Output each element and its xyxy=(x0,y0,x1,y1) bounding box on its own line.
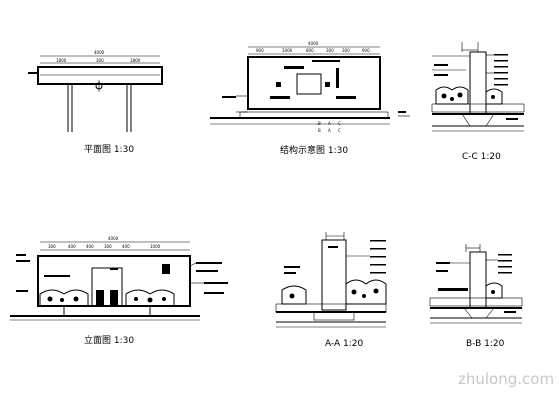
structure-dim-total: 4000 xyxy=(308,41,319,46)
plan-wall xyxy=(37,66,163,85)
structure-dim-part: 800 xyxy=(306,48,314,53)
structure-opening xyxy=(296,73,322,95)
section-mark: A xyxy=(328,121,331,126)
plan-axis-mark xyxy=(28,72,38,74)
structure-dim-part: 900 xyxy=(362,48,370,53)
aa-planting-soil xyxy=(345,279,387,305)
section-mark: C xyxy=(338,121,341,126)
section-cc-view: C-C 1:20 xyxy=(431,42,525,162)
structure-view: 4000 900 1000 800 300 300 900 B A C B A … xyxy=(210,41,410,156)
plan-dim-1: 1800 xyxy=(56,58,67,63)
cc-wall xyxy=(469,51,487,115)
section-bb-view: B-B 1:20 xyxy=(429,244,523,349)
structure-dim-part: 900 xyxy=(256,48,264,53)
plan-dim-2: 300 xyxy=(96,58,104,63)
cc-foundation xyxy=(431,103,525,113)
elevation-dim-part: 1000 xyxy=(150,244,161,249)
elevation-title: 立面图 1:30 xyxy=(84,334,134,346)
cc-planting-soil xyxy=(435,86,469,105)
elevation-dim-part: 300 xyxy=(48,244,56,249)
section-bb-title: B-B 1:20 xyxy=(466,339,505,349)
structure-wall xyxy=(247,56,381,110)
elevation-shrubs-right xyxy=(125,289,175,307)
elevation-dim-part: 400 xyxy=(122,244,130,249)
plan-dim-3: 1800 xyxy=(130,58,141,63)
structure-dim-part: 300 xyxy=(342,48,350,53)
structure-note-bar xyxy=(284,66,304,69)
section-cc-title: C-C 1:20 xyxy=(462,152,501,162)
section-mark: B xyxy=(318,121,321,126)
watermark: zhulong.com xyxy=(458,370,554,388)
section-aa-view: A-A 1:20 xyxy=(275,232,387,349)
plan-dim-total: 4000 xyxy=(94,50,105,55)
structure-dim-part: 300 xyxy=(326,48,334,53)
plan-title: 平面图 1:30 xyxy=(84,144,134,155)
elevation-dim-part: 400 xyxy=(86,244,94,249)
section-aa-title: A-A 1:20 xyxy=(325,339,364,349)
elevation-plinth xyxy=(63,305,151,317)
bb-wall xyxy=(469,251,487,309)
bb-foundation xyxy=(429,297,523,307)
elevation-dim-part: 300 xyxy=(104,244,112,249)
section-mark: C xyxy=(338,128,341,133)
structure-title: 结构示意图 1:30 xyxy=(280,144,348,156)
section-mark: B xyxy=(318,128,321,133)
elevation-shrubs-left xyxy=(39,289,89,307)
plan-view: 4000 1800 300 1800 平面图 1:30 xyxy=(28,50,163,155)
elevation-view: 4000 300 400 400 300 400 1000 立面 xyxy=(10,236,228,346)
elevation-dim-total: 4000 xyxy=(108,236,119,241)
aa-wall xyxy=(321,239,347,311)
elevation-dim-part: 400 xyxy=(68,244,76,249)
section-mark: A xyxy=(328,128,331,133)
structure-dim-part: 1000 xyxy=(282,48,293,53)
